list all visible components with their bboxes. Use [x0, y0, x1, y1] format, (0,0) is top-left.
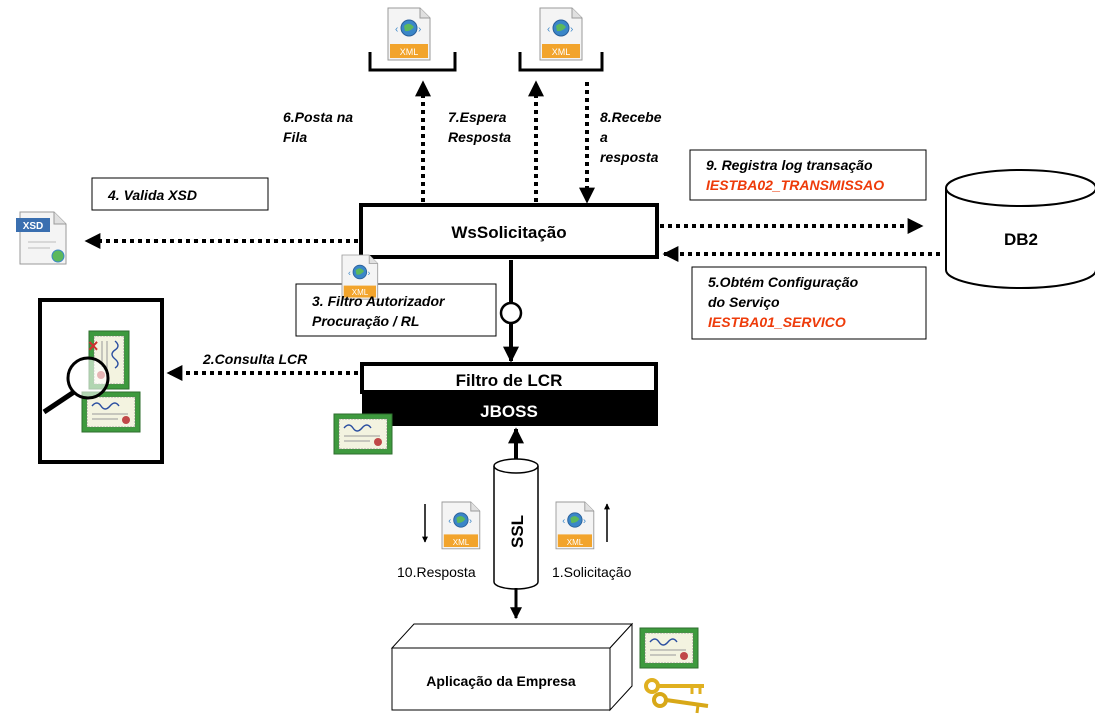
svg-text:XML: XML: [352, 288, 369, 297]
queue-left: XML: [368, 7, 457, 72]
xml-icon: XML: [555, 501, 595, 550]
jboss-node: [362, 392, 658, 426]
ws-solicitacao-label: WsSolicitação: [451, 223, 566, 242]
xml-icon: XML: [441, 501, 481, 550]
step-4-label: 4. Valida XSD: [107, 187, 197, 203]
step-8-line1: 8.Recebe: [600, 109, 662, 125]
step-6-line2: Fila: [283, 129, 307, 145]
svg-text:XML: XML: [453, 538, 470, 547]
step-4-box: [91, 177, 269, 211]
step-9-table: IESTBA02_TRANSMISSAO: [706, 177, 884, 193]
xml-icon: XML: [387, 7, 431, 61]
svg-text:XML: XML: [552, 47, 571, 57]
step-3-line1: 3. Filtro Autorizador: [312, 293, 446, 309]
xsd-file-icon: XSD: [16, 211, 67, 265]
certificate-icon: [639, 627, 699, 669]
step-3-line2: Procuração / RL: [312, 313, 419, 329]
step-2-label: 2.Consulta LCR: [202, 351, 308, 367]
step-9-box: [689, 149, 927, 201]
lcr-lookup-box: ×: [38, 298, 164, 464]
ws-solicitacao-node: [359, 203, 659, 259]
svg-text:XSD: XSD: [23, 221, 44, 232]
step-9-line1: 9. Registra log transação: [706, 157, 873, 173]
step-5-line2: do Serviço: [708, 294, 780, 310]
queue-right: XML: [518, 7, 604, 72]
ssl-channel: SSL: [493, 458, 539, 590]
lcr-filter-label: Filtro de LCR: [456, 371, 563, 390]
certificate-icon: [333, 413, 393, 455]
company-application-node: Aplicação da Empresa: [390, 622, 634, 712]
jboss-label: JBOSS: [480, 402, 538, 421]
step-6-line1: 6.Posta na: [283, 109, 353, 125]
magnifier-icon: [66, 356, 110, 400]
keys-icon: [644, 678, 709, 714]
step-7-line2: Resposta: [448, 129, 511, 145]
step-5-box: [691, 266, 927, 340]
step-8-line2: a: [600, 129, 608, 145]
db2-label: DB2: [1004, 230, 1038, 249]
authorizer-filter-port: [499, 301, 523, 325]
step-7-line1: 7.Espera: [448, 109, 507, 125]
ssl-label: SSL: [508, 515, 527, 548]
xml-icon: XML: [341, 254, 379, 300]
step-8-line3: resposta: [600, 149, 659, 165]
xml-icon: XML: [539, 7, 583, 61]
svg-text:XML: XML: [567, 538, 584, 547]
db2-database: DB2: [945, 169, 1095, 289]
svg-text:×: ×: [88, 336, 99, 356]
svg-text:XML: XML: [400, 47, 419, 57]
step-5-line1: 5.Obtém Configuração: [708, 274, 859, 290]
step-10-label: 10.Resposta: [397, 564, 476, 580]
step-3-box: [295, 283, 497, 337]
company-application-label: Aplicação da Empresa: [426, 673, 576, 689]
step-5-table: IESTBA01_SERVICO: [708, 314, 846, 330]
step-1-label: 1.Solicitação: [552, 564, 632, 580]
